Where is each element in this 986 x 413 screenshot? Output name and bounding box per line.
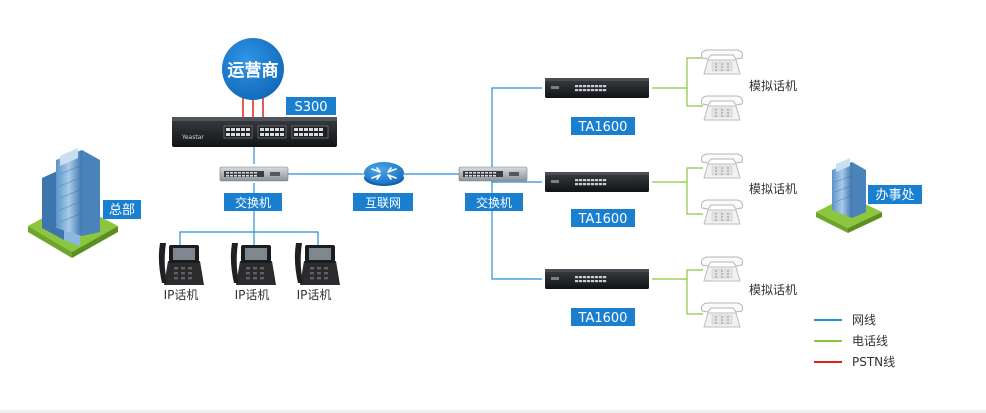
carrier-node: 运营商 [222, 38, 284, 100]
ip-phone-icon [294, 243, 340, 285]
switch-right [458, 166, 528, 182]
switch-left [219, 166, 289, 182]
office-label: 办事处 [875, 188, 914, 203]
analog-phone-icon [701, 95, 743, 121]
legend: 网线 电话线 PSTN线 [814, 313, 895, 369]
ip-phone-label-1: IP话机 [164, 288, 199, 302]
internet-tag: 互联网 [353, 193, 413, 211]
s300-device: Yeastar [172, 117, 337, 147]
office-building-icon [816, 158, 882, 233]
link-bus-ta-3 [491, 174, 542, 280]
ip-phone-label-3: IP话机 [297, 288, 332, 302]
ta1600-device-2 [545, 172, 649, 192]
headquarters-building-icon [28, 148, 118, 258]
s300-tag: S300 [286, 97, 336, 115]
office-tag: 办事处 [868, 185, 922, 204]
ta1600-device-3 [545, 269, 649, 289]
headquarters-tag: 总部 [103, 200, 141, 219]
link-phones-bus [179, 231, 319, 252]
analog-phone-label-3: 模拟话机 [749, 283, 797, 297]
phone-line-group-2 [652, 167, 703, 183]
analog-phone-icon [701, 256, 743, 282]
link-bus-trunk [491, 87, 542, 174]
carrier-label: 运营商 [228, 60, 279, 81]
switch-left-label: 交换机 [235, 195, 271, 210]
analog-phone-label-2: 模拟话机 [749, 182, 797, 196]
phone-line-group-2b [686, 182, 703, 215]
yeastar-logo-text: Yeastar [181, 134, 204, 141]
phone-lines [652, 57, 703, 315]
ta1600-label-2: TA1600 [578, 212, 628, 227]
internet-router-icon [364, 162, 404, 186]
switch-right-tag: 交换机 [465, 193, 523, 211]
ip-phone-icon [158, 243, 204, 285]
analog-phone-icon [701, 302, 743, 328]
analog-phone-icon [701, 153, 743, 179]
phone-line-group-3b [686, 279, 703, 315]
pstn-lines [242, 96, 264, 118]
internet-label: 互联网 [365, 196, 401, 210]
ip-phone-icon [230, 243, 276, 285]
bottom-divider [0, 410, 986, 413]
analog-phone-icon [701, 199, 743, 225]
headquarters-label: 总部 [109, 203, 135, 218]
ta1600-tag-3: TA1600 [571, 308, 635, 326]
analog-phone-icon [701, 49, 743, 75]
phone-line-group-1b [686, 88, 703, 107]
ta1600-label-3: TA1600 [578, 311, 628, 326]
switch-right-label: 交换机 [476, 195, 512, 210]
legend-label-pstn: PSTN线 [852, 355, 895, 369]
ta1600-label-1: TA1600 [578, 120, 628, 135]
s300-label: S300 [294, 100, 327, 115]
switch-left-tag: 交换机 [224, 193, 282, 211]
ip-phone-label-2: IP话机 [235, 288, 270, 302]
analog-phone-label-1: 模拟话机 [749, 79, 797, 93]
legend-label-phone: 电话线 [852, 334, 888, 348]
phone-line-group-1 [652, 57, 703, 89]
ta1600-device-1 [545, 78, 649, 98]
ta1600-tag-2: TA1600 [571, 209, 635, 227]
phone-line-group-3 [652, 269, 703, 280]
legend-label-network: 网线 [852, 313, 876, 327]
ta1600-tag-1: TA1600 [571, 117, 635, 135]
